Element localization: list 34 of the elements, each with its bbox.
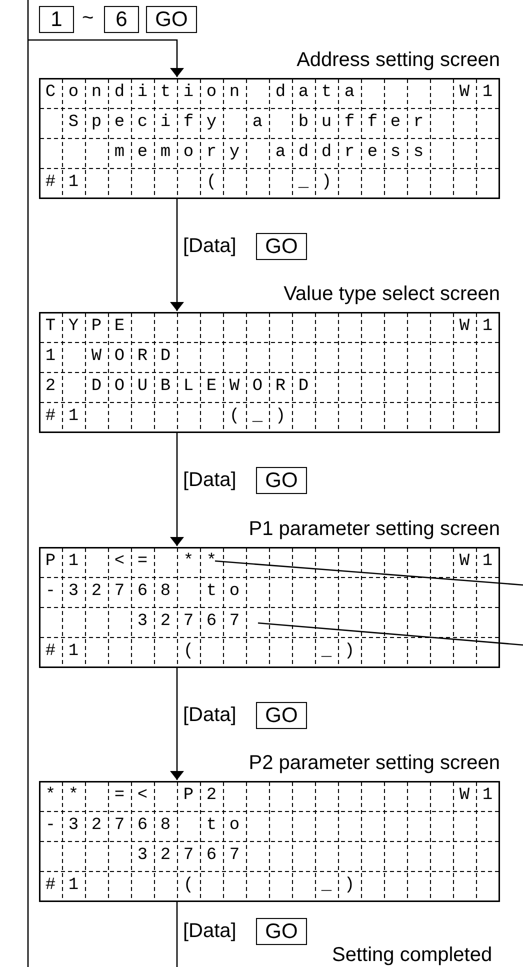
flow-line xyxy=(176,902,178,967)
screen-title: Address setting screen xyxy=(296,48,500,72)
leader-line xyxy=(214,560,523,586)
key-button: GO xyxy=(146,6,197,33)
leader-line xyxy=(258,622,523,646)
display-line: 32767 xyxy=(136,611,252,633)
key-button: GO xyxy=(256,918,307,945)
key-button: GO xyxy=(256,233,307,260)
key-button: GO xyxy=(256,467,307,494)
display-line: #1 ( _) xyxy=(44,172,344,194)
flow-arrow xyxy=(170,668,184,780)
screen-title: P1 parameter setting screen xyxy=(248,517,500,541)
flow-arrow xyxy=(170,433,184,546)
display-line: memory address xyxy=(113,142,436,164)
screen-title: P2 parameter setting screen xyxy=(248,751,500,775)
display-line: #1 (_) xyxy=(44,406,298,428)
display-line: ** =< P2 W1 xyxy=(44,785,506,807)
key-button: GO xyxy=(256,702,307,729)
display-line: P1 <= ** W1 xyxy=(44,551,506,573)
display-line: Specify a buffer xyxy=(67,112,436,134)
display-line: 1 WORD xyxy=(44,346,184,368)
key-button: 1 xyxy=(39,6,74,33)
screen-title: Value type select screen xyxy=(284,282,500,306)
flow-arrow xyxy=(27,0,184,967)
display-line: 32767 xyxy=(136,845,252,867)
display-line: TYPE W1 xyxy=(44,316,506,338)
display-line: #1 ( _) xyxy=(44,875,368,897)
flow-arrow xyxy=(170,199,184,311)
display-line: #1 ( _) xyxy=(44,641,368,663)
display-line: Condition data W1 xyxy=(44,82,506,104)
display-line: -32768 to xyxy=(44,815,252,837)
key-button: 6 xyxy=(104,6,139,33)
display-line: 2 DOUBLEWORD xyxy=(44,376,322,398)
display-line: -32768 to xyxy=(44,581,252,603)
